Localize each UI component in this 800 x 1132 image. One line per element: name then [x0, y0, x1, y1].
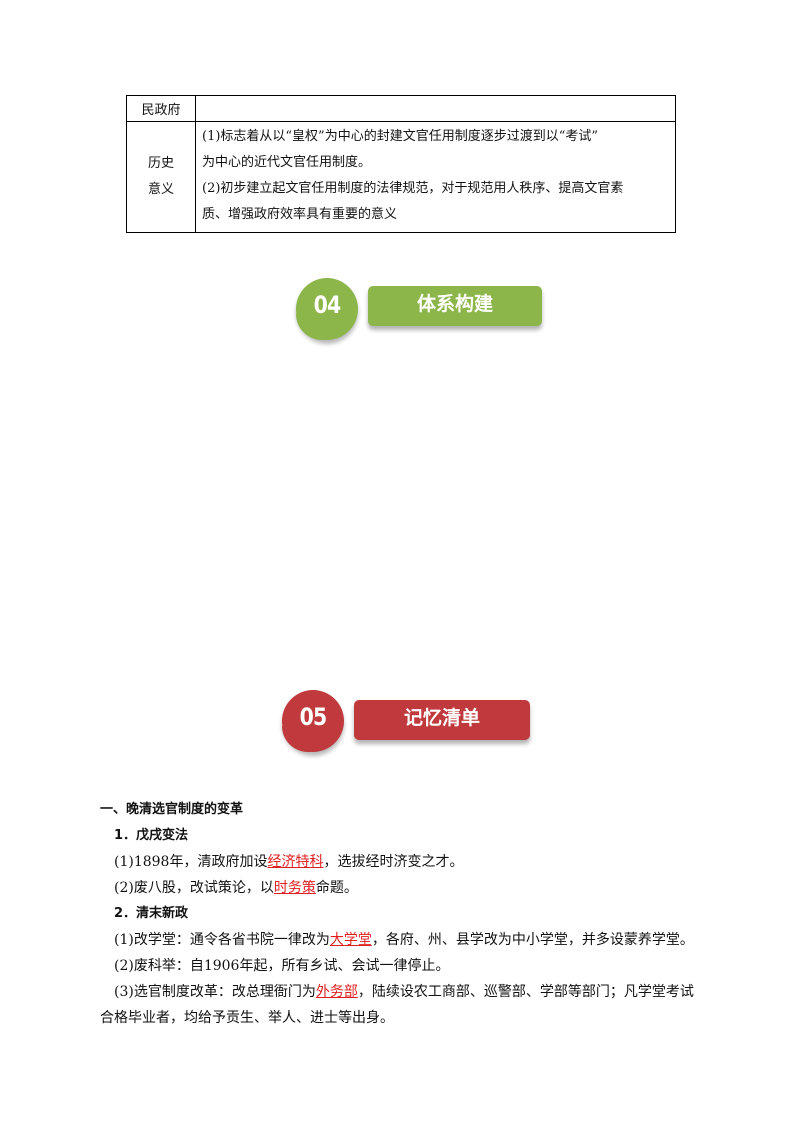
row-content [195, 95, 676, 122]
list-item: (2)废科举：自1906年起，所有乡试、会试一律停止。 [114, 958, 450, 974]
item-text: (3)选官制度改革：改总理衙门为 [114, 984, 316, 1000]
subheading: 2．清末新政 [114, 906, 189, 921]
highlight-term: 时务策 [273, 880, 316, 896]
list-item: (1)改学堂：通令各省书院一律改为大学堂，各府、州、县学改为中小学堂，并多设蒙养… [100, 927, 700, 953]
item-text: ，陆续设农工商部、巡警部、学部等部门；凡学堂考试合格毕业者，均给予贡生、举人、进… [100, 984, 694, 1026]
historical-significance: (1)标志着从以“皇权”为中心的封建文官任用制度逐步过渡到以“考试” 为中心的近… [195, 121, 676, 233]
row-label: 民政府 [126, 95, 196, 122]
highlight-term: 经济特科 [267, 854, 324, 870]
notes-heading: 一、晚清选官制度的变革 [100, 802, 244, 817]
subheading: 1．戊戌变法 [114, 828, 189, 843]
row-label: 历史 意义 [126, 121, 196, 233]
item-text: (1)改学堂：通令各省书院一律改为 [114, 932, 330, 948]
list-item: (1)1898年，清政府加设经济特科，选拔经时济变之才。 [100, 849, 700, 875]
label-line: 历史 [147, 156, 174, 171]
content-line: 质、增强政府效率具有重要的意义 [202, 207, 398, 222]
highlight-term: 大学堂 [329, 932, 372, 948]
label-line: 意义 [147, 182, 174, 197]
item-text: (2)废八股，改试策论，以 [114, 880, 274, 896]
section-number: 05 [299, 703, 328, 731]
item-text: 命题。 [315, 880, 358, 896]
section-number-badge: 04 [296, 278, 358, 340]
history-table: 民政府 历史 意义 (1)标志着从以“皇权”为中心的封建文官任用制度逐步过渡到以… [126, 95, 676, 233]
section-number-badge: 05 [282, 690, 344, 752]
content-line: 为中心的近代文官任用制度。 [202, 155, 372, 170]
section-title: 体系构建 [368, 286, 542, 326]
content-line: (1)标志着从以“皇权”为中心的封建文官任用制度逐步过渡到以“考试” [202, 129, 598, 144]
highlight-term: 外务部 [315, 984, 358, 1000]
item-text: ，选拔经时济变之才。 [323, 854, 464, 870]
table-row: 历史 意义 (1)标志着从以“皇权”为中心的封建文官任用制度逐步过渡到以“考试”… [126, 121, 676, 233]
list-item: (2)废八股，改试策论，以时务策命题。 [100, 875, 700, 901]
table-row: 民政府 [126, 95, 676, 122]
item-text: (1)1898年，清政府加设 [114, 854, 268, 870]
list-item: (3)选官制度改革：改总理衙门为外务部，陆续设农工商部、巡警部、学部等部门；凡学… [100, 979, 700, 1031]
section-title: 记忆清单 [354, 700, 530, 740]
item-text: ，各府、州、县学改为中小学堂，并多设蒙养学堂。 [371, 932, 694, 948]
memory-list: 一、晚清选官制度的变革 1．戊戌变法 (1)1898年，清政府加设经济特科，选拔… [100, 797, 700, 1031]
content-line: (2)初步建立起文官任用制度的法律规范，对于规范用人秩序、提高文官素 [202, 181, 624, 196]
section-number: 04 [313, 291, 342, 319]
